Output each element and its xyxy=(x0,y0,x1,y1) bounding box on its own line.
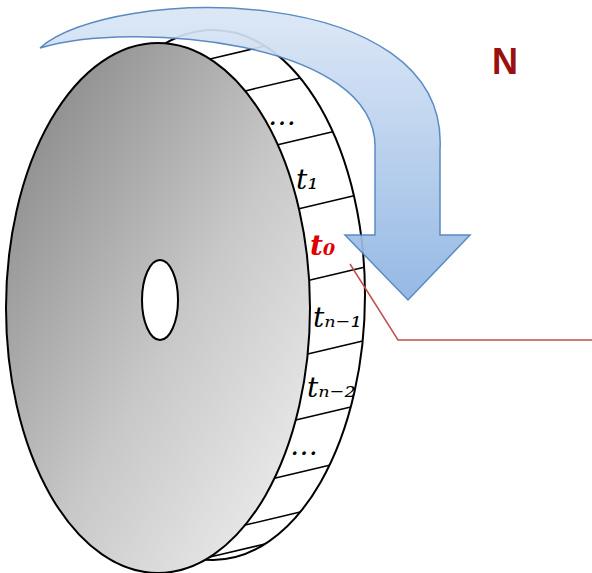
segment-line xyxy=(245,78,300,91)
rotation-arrow xyxy=(40,8,470,300)
wheel-hole xyxy=(142,260,178,340)
current-slot-label: t₀ xyxy=(310,232,335,260)
wheel-face xyxy=(6,43,310,573)
segment-line xyxy=(278,132,333,145)
segment-line xyxy=(274,465,329,478)
segment-line xyxy=(296,407,351,420)
time-slot-label: t₁ xyxy=(296,166,318,194)
slot-count-label: N xyxy=(492,44,518,80)
ellipsis: … xyxy=(268,102,296,130)
time-slot-label: tₙ₋₂ xyxy=(307,374,356,402)
ellipsis: … xyxy=(290,432,318,460)
leader-line xyxy=(350,264,592,340)
time-slot-label: tₙ₋₁ xyxy=(313,304,362,332)
segment-line xyxy=(299,196,354,209)
segment-line xyxy=(308,341,363,354)
